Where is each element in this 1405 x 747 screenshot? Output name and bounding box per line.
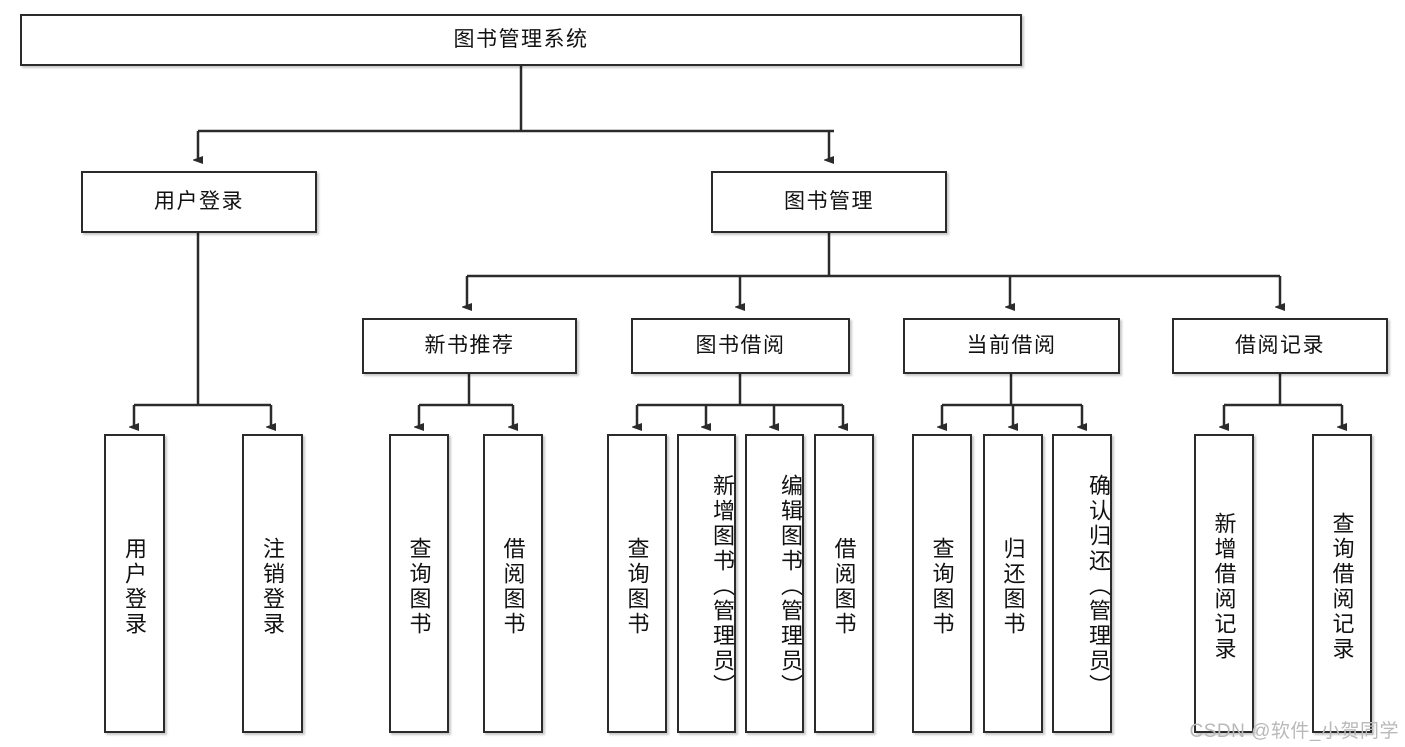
node-leaf-query-book-1-label: 查询图书 [406, 536, 432, 637]
node-user-login[interactable]: 用户登录 [81, 171, 317, 233]
node-current-borrow-label: 当前借阅 [966, 333, 1057, 357]
node-leaf-confirm-return-label: 确认归还（管理员） [1086, 474, 1111, 699]
node-leaf-user-login[interactable]: 用户登录 [104, 434, 165, 733]
node-borrow-record-label: 借阅记录 [1235, 333, 1325, 357]
node-leaf-borrow-book-2-label: 借阅图书 [831, 536, 857, 637]
node-leaf-confirm-return[interactable]: 确认归还（管理员） [1052, 434, 1112, 733]
node-leaf-return-book[interactable]: 归还图书 [983, 434, 1043, 733]
node-new-book-recommend[interactable]: 新书推荐 [362, 318, 577, 374]
node-leaf-user-login-label: 用户登录 [122, 536, 148, 637]
node-book-borrow-label: 图书借阅 [695, 333, 786, 357]
node-leaf-query-book-1[interactable]: 查询图书 [389, 434, 449, 733]
node-root-label: 图书管理系统 [453, 27, 589, 51]
node-leaf-edit-book[interactable]: 编辑图书（管理员） [745, 434, 804, 733]
node-leaf-query-book-3-label: 查询图书 [929, 536, 955, 637]
node-leaf-logout-login-label: 注销登录 [260, 536, 286, 637]
node-leaf-query-record-label: 查询借阅记录 [1329, 511, 1355, 662]
node-root[interactable]: 图书管理系统 [20, 14, 1022, 66]
node-leaf-query-record[interactable]: 查询借阅记录 [1312, 434, 1372, 733]
node-leaf-add-record-label: 新增借阅记录 [1211, 511, 1237, 662]
node-leaf-query-book-2[interactable]: 查询图书 [607, 434, 667, 733]
node-book-borrow[interactable]: 图书借阅 [631, 318, 850, 374]
node-new-book-recommend-label: 新书推荐 [424, 333, 515, 357]
node-leaf-add-book-label: 新增图书（管理员） [710, 474, 735, 699]
node-current-borrow[interactable]: 当前借阅 [903, 318, 1120, 374]
node-book-manage[interactable]: 图书管理 [711, 171, 947, 233]
node-leaf-add-book[interactable]: 新增图书（管理员） [677, 434, 736, 733]
node-leaf-query-book-2-label: 查询图书 [624, 536, 650, 637]
node-leaf-borrow-book-1[interactable]: 借阅图书 [483, 434, 543, 733]
node-user-login-label: 用户登录 [154, 189, 244, 213]
node-book-manage-label: 图书管理 [784, 189, 874, 213]
node-leaf-return-book-label: 归还图书 [1000, 536, 1026, 637]
watermark-text: CSDN @软件_小贺同学 [1189, 721, 1399, 742]
node-leaf-borrow-book-2[interactable]: 借阅图书 [814, 434, 874, 733]
node-leaf-logout-login[interactable]: 注销登录 [242, 434, 303, 733]
node-leaf-borrow-book-1-label: 借阅图书 [500, 536, 526, 637]
node-borrow-record[interactable]: 借阅记录 [1172, 318, 1388, 374]
node-leaf-add-record[interactable]: 新增借阅记录 [1194, 434, 1254, 733]
node-leaf-edit-book-label: 编辑图书（管理员） [778, 474, 803, 699]
node-leaf-query-book-3[interactable]: 查询图书 [912, 434, 972, 733]
